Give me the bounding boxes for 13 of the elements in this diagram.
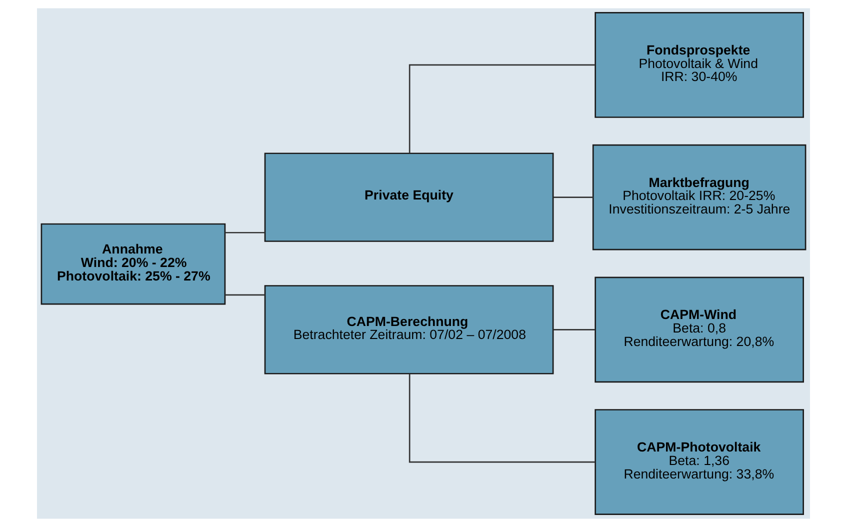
- node-box: Marktbefragung Photovoltaik IRR: 20-25% Investitionszeitraum: 2-5 Jahre: [592, 144, 806, 250]
- node-box: CAPM-Wind Beta: 0,8 Renditeerwartung: 20,8%: [594, 276, 804, 383]
- connector: [552, 329, 595, 330]
- node-box: Fondsprospekte Photovoltaik & Wind IRR: 30-40%: [594, 12, 804, 118]
- connector: [552, 196, 593, 198]
- connector: [224, 294, 264, 296]
- node-box: CAPM-Berechnung Betrachteter Zeitraum: 07/02 – 07/2008: [264, 285, 554, 374]
- connector: [408, 64, 595, 154]
- node-box: Annahme Wind: 20% - 22% Photovoltaik: 25% - 27%: [40, 223, 226, 305]
- connector: [408, 374, 595, 463]
- node-box: CAPM-Photovoltaik Beta: 1,36 Renditeerwartung: 33,8%: [594, 409, 804, 515]
- connector: [224, 232, 264, 234]
- node-box: Private Equity: [264, 152, 554, 242]
